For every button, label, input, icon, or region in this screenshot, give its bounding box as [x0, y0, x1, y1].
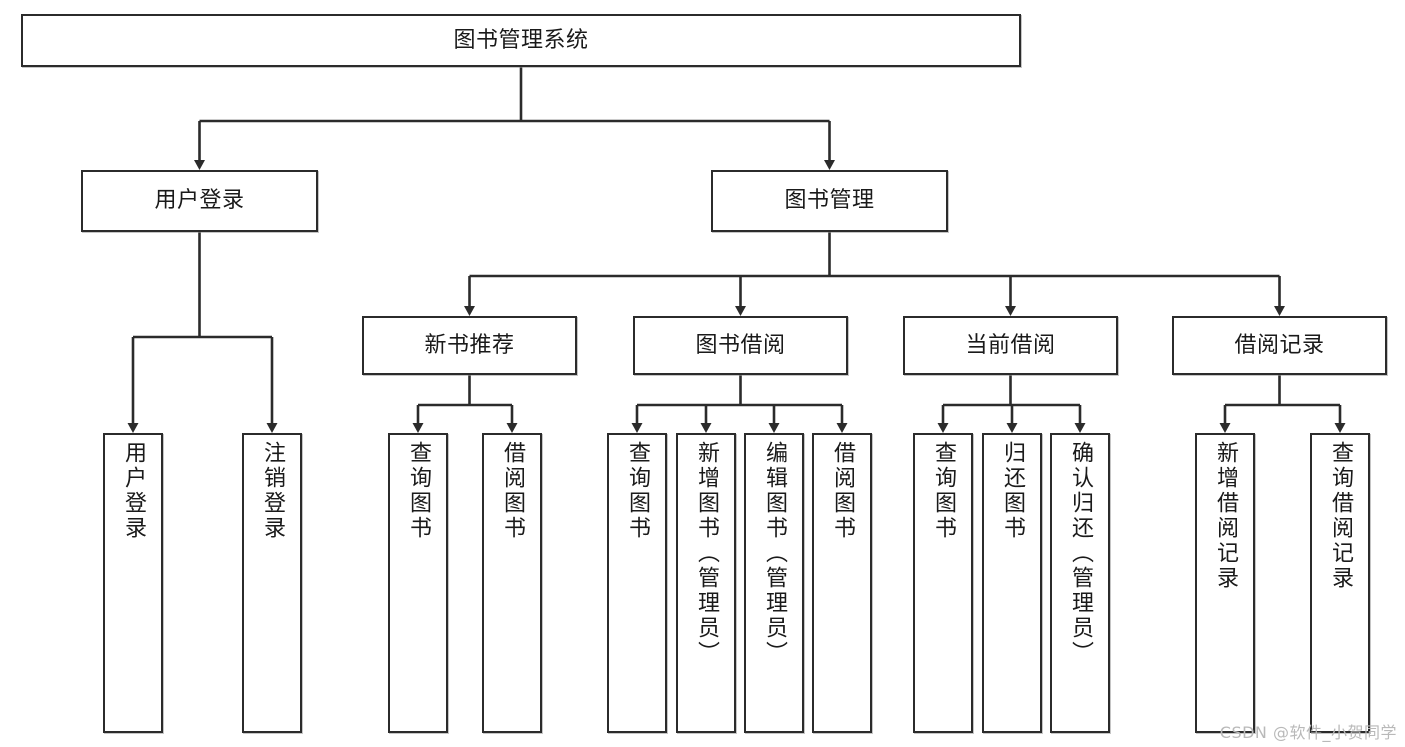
node-label: 借阅图书 — [500, 441, 525, 541]
node-label: 图书借阅 — [695, 332, 786, 358]
node-leaf-user-login[interactable]: 用户登录 — [103, 433, 163, 733]
node-leaf-confirm-return-admin[interactable]: 确认归还（管理员） — [1050, 433, 1110, 733]
node-label: 图书管理 — [784, 188, 875, 214]
node-label: 图书管理系统 — [453, 27, 589, 53]
node-leaf-query-book-recommend[interactable]: 查询图书 — [388, 433, 448, 733]
node-leaf-add-book-admin[interactable]: 新增图书（管理员） — [676, 433, 736, 733]
node-book-borrow[interactable]: 图书借阅 — [633, 316, 848, 375]
node-label: 当前借阅 — [965, 332, 1056, 358]
node-book-manage[interactable]: 图书管理 — [711, 170, 948, 232]
node-label: 借阅记录 — [1234, 332, 1325, 358]
node-root[interactable]: 图书管理系统 — [21, 14, 1021, 67]
node-label: 新增借阅记录 — [1213, 441, 1238, 591]
node-leaf-borrow-book-recommend[interactable]: 借阅图书 — [482, 433, 542, 733]
node-label: 新书推荐 — [424, 332, 515, 358]
node-label: 查询图书 — [406, 441, 431, 541]
node-label: 查询图书 — [625, 441, 650, 541]
node-user-login[interactable]: 用户登录 — [81, 170, 318, 232]
node-new-book-recommend[interactable]: 新书推荐 — [362, 316, 577, 375]
csdn-watermark: CSDN @软件_小贺同学 — [1219, 723, 1397, 742]
node-label: 查询借阅记录 — [1328, 441, 1353, 591]
node-leaf-edit-book-admin[interactable]: 编辑图书（管理员） — [744, 433, 804, 733]
node-leaf-add-borrow-record[interactable]: 新增借阅记录 — [1195, 433, 1255, 733]
node-leaf-logout[interactable]: 注销登录 — [242, 433, 302, 733]
node-leaf-return-book[interactable]: 归还图书 — [982, 433, 1042, 733]
node-label: 用户登录 — [154, 188, 245, 214]
node-current-borrow[interactable]: 当前借阅 — [903, 316, 1118, 375]
node-leaf-query-book-current[interactable]: 查询图书 — [913, 433, 973, 733]
node-label: 借阅图书 — [830, 441, 855, 541]
node-label: 确认归还（管理员） — [1068, 441, 1093, 666]
node-label: 归还图书 — [1000, 441, 1025, 541]
node-label: 编辑图书（管理员） — [762, 441, 787, 666]
node-label: 注销登录 — [260, 441, 285, 541]
node-leaf-borrow-book[interactable]: 借阅图书 — [812, 433, 872, 733]
node-label: 新增图书（管理员） — [694, 441, 719, 666]
node-label: 查询图书 — [931, 441, 956, 541]
node-leaf-query-borrow-record[interactable]: 查询借阅记录 — [1310, 433, 1370, 733]
node-label: 用户登录 — [121, 441, 146, 541]
node-borrow-record[interactable]: 借阅记录 — [1172, 316, 1387, 375]
node-leaf-query-book-borrow[interactable]: 查询图书 — [607, 433, 667, 733]
